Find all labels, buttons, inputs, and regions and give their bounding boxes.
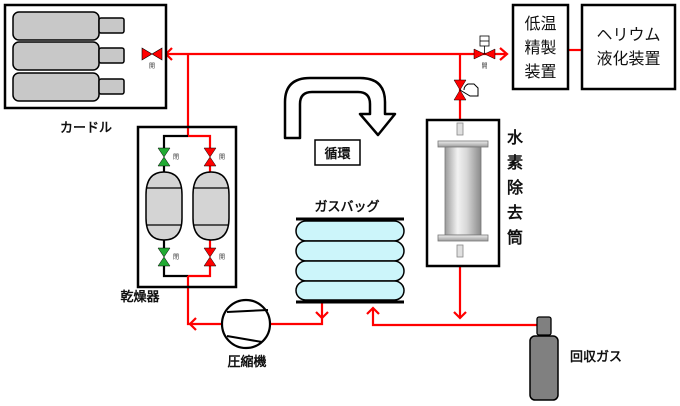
dryer-vessel-left [145,171,183,241]
arrow-to-purifier [499,47,509,61]
label-char: 水 [507,128,524,147]
dryer-bottom-open-pipe [188,266,212,278]
gasbag-bellow [295,260,405,282]
dryer-right-top-valve[interactable]: 開 [203,147,225,167]
arrowheads [164,47,509,331]
gasbag-bellow [295,240,405,262]
dryer-left-top-valve[interactable]: 閉 [157,147,179,167]
dryer-right-bottom-valve[interactable]: 開 [203,247,225,267]
circulation-arrow-icon [283,76,397,140]
gasbag-bellow [295,280,405,301]
dryer: 乾燥器 [120,125,238,305]
arrow-into-gasbag-bottom [315,311,329,320]
purifier-label-line: 低温 [524,14,556,33]
helium-liquefier-box [580,3,677,91]
dryer-frame [136,125,238,289]
cryogenic-purifier-box [511,3,570,91]
dryer-vessel-right [192,171,230,241]
hydrogen-remover-column [444,146,482,236]
dryer-top-closed-pipe [162,134,188,148]
helium-liquefier: ヘリウム 液化装置 [580,3,677,91]
dryer-bottom-closed-pipe [162,266,188,278]
curdle-cylinder [12,11,125,41]
purifier-label-line: 精製 [524,38,556,57]
valve-tag: 開 [219,154,225,161]
curdle-cylinder [12,41,125,71]
cryogenic-purifier: 低温 精製 装置 [511,3,570,91]
hydrogen-remover: 水 素 除 去 筒 [425,118,524,268]
arrow-from-return [366,306,380,315]
return-pipe [371,308,537,327]
valve-tag: 閉 [173,154,179,161]
label-char: 去 [507,203,523,222]
circulation-label-box [314,139,361,166]
purifier-inlet-valve[interactable]: 開 [473,35,496,70]
dryer-top-open-pipe [188,134,212,148]
compressor: 圧縮機 [220,298,272,370]
dryer-label: 乾燥器 [120,289,160,305]
valve-tag: 開 [219,254,225,261]
label-char: 素 [507,153,523,172]
gasbag-label: ガスバッグ [314,199,379,215]
hydrogen-remover-label: 水 素 除 去 筒 [506,128,524,247]
gasbag: ガスバッグ [295,199,405,304]
curdle-valve[interactable]: 開 [141,47,163,70]
valve-tag: 閉 [173,254,179,261]
valve-tag: 開 [481,63,487,70]
dryer-to-compressor-pipe [186,276,222,326]
curdle-cylinder [12,72,125,102]
arrow-to-compressor [188,317,197,331]
circulation-label: 循環 [324,146,351,162]
purifier-label-line: 装置 [524,62,556,81]
compressor-symbol [220,298,272,350]
compressor-label: 圧縮機 [227,354,266,370]
curdle-label: カードル [60,121,112,136]
curdle-valve-tag: 開 [149,63,155,70]
label-char: 除 [507,178,524,197]
compressor-to-gasbag-pipe [270,302,324,326]
cylinder-valve-cap [536,316,552,336]
curdle: カードル [3,3,168,136]
regulator-actuator-icon [459,83,479,97]
circulation-indicator: 循環 [283,76,397,166]
dryer-left-bottom-valve[interactable]: 閉 [157,247,179,267]
label-char: 筒 [506,228,523,247]
liquefier-label-line: 液化装置 [596,49,660,68]
cylinder-body [529,335,559,401]
gasbag-bellow [295,220,405,242]
recovered-gas-label: 回収ガス [570,350,622,365]
arrow-down-h2-outlet [453,311,467,320]
recovered-gas-cylinder: 回収ガス [529,316,622,401]
regulator-valve[interactable] [453,79,479,101]
liquefier-label-line: ヘリウム [596,25,660,44]
